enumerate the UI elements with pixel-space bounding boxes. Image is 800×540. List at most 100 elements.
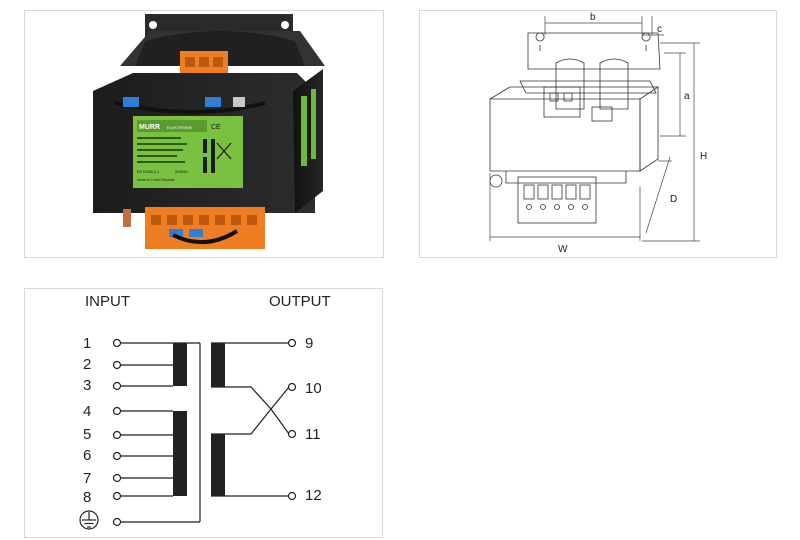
dim-label-H: H xyxy=(700,151,707,162)
primary-coil-upper xyxy=(173,343,187,386)
wiring-diagram: INPUT OUTPUT 1 2 3 4 5 6 7 8 9 10 11 12 xyxy=(79,293,331,530)
bracket-slot-right xyxy=(641,32,651,51)
ground-terminal-circle xyxy=(112,517,122,527)
input-terminal-circle xyxy=(112,381,122,391)
output-terminal-label: 12 xyxy=(305,487,322,504)
top-terminal-slot xyxy=(549,92,559,102)
dimension-drawing: b c a H D W xyxy=(489,12,707,255)
top-terminal-slot xyxy=(185,57,195,67)
ground-lug xyxy=(123,209,131,227)
bottom-terminal-slot xyxy=(151,215,161,225)
coil-outline xyxy=(599,58,629,110)
top-terminal-slot xyxy=(213,57,223,67)
wiring-diagram-panel: INPUT OUTPUT 1 2 3 4 5 6 7 8 9 10 11 12 xyxy=(24,288,383,538)
bottom-terminal-slot xyxy=(523,184,535,200)
top-terminal-outline xyxy=(543,86,581,118)
terminal-screw xyxy=(554,204,560,210)
core-top-outline xyxy=(519,80,657,94)
bottom-terminal-slot xyxy=(537,184,549,200)
input-terminal-label: 2 xyxy=(83,356,91,373)
transformer-photo: MURR ELEKTRONIK CE EN 61558-2-4 50/60Hz … xyxy=(93,14,325,249)
label-text-line xyxy=(137,143,187,145)
wire-connector xyxy=(205,97,221,107)
bottom-terminal-slot xyxy=(199,215,209,225)
body-side-outline xyxy=(639,86,659,172)
bracket-hole-left xyxy=(149,21,157,29)
terminal-screw xyxy=(568,204,574,210)
output-terminal-circle xyxy=(287,382,297,392)
body-front-outline xyxy=(489,98,641,172)
label-text-line xyxy=(137,155,177,157)
terminal-screw xyxy=(526,204,532,210)
product-photo-panel: MURR ELEKTRONIK CE EN 61558-2-4 50/60Hz … xyxy=(24,10,384,258)
bracket-hole-right xyxy=(281,21,289,29)
label-schematic-cross xyxy=(216,142,232,160)
bottom-terminal-slot xyxy=(167,215,177,225)
bottom-terminal-slot xyxy=(231,215,241,225)
output-wire-10-cross xyxy=(211,386,290,435)
label-frequency: 50/60Hz xyxy=(175,170,188,174)
label-text-line xyxy=(137,137,181,139)
dim-D-line xyxy=(645,156,671,234)
dim-label-D: D xyxy=(670,194,677,205)
transformer-side xyxy=(293,69,323,213)
brand-box xyxy=(137,120,207,132)
dim-label-a: a xyxy=(684,91,690,102)
side-stripe xyxy=(301,96,307,166)
label-text-line xyxy=(137,161,185,163)
input-terminal-circle xyxy=(112,491,122,501)
terminal-screw xyxy=(540,204,546,210)
input-title: INPUT xyxy=(85,293,130,310)
input-terminal-label: 1 xyxy=(83,335,91,352)
output-terminal-circle xyxy=(287,429,297,439)
input-terminal-circle xyxy=(112,430,122,440)
output-terminal-label: 11 xyxy=(305,426,321,443)
input-terminal-label: 8 xyxy=(83,489,91,506)
top-terminal-slot xyxy=(563,92,573,102)
wire-connector xyxy=(169,229,183,237)
bottom-terminal-slot xyxy=(247,215,257,225)
output-wire-11-cross xyxy=(211,386,290,435)
brand-text: MURR xyxy=(139,124,160,131)
label-text-line xyxy=(137,149,183,151)
wire-connector xyxy=(233,97,245,107)
bottom-terminal-slot xyxy=(565,184,577,200)
ground-screw xyxy=(489,174,503,188)
bracket-outline xyxy=(527,32,661,70)
dimension-drawing-panel: b c a H D W xyxy=(419,10,777,258)
brand-sub-text: ELEKTRONIK xyxy=(167,125,193,130)
connector-outline xyxy=(591,106,613,122)
input-terminal-circle xyxy=(112,338,122,348)
output-terminal-circle xyxy=(287,338,297,348)
body-top-edge xyxy=(489,86,658,100)
bottom-terminal-slot xyxy=(215,215,225,225)
primary-coil-lower xyxy=(173,411,187,496)
base-outline xyxy=(505,171,627,184)
dimension-lines xyxy=(489,16,700,242)
terminal-screw xyxy=(582,204,588,210)
bottom-terminal-slot xyxy=(183,215,193,225)
dim-label-c: c xyxy=(657,24,662,35)
winding-top xyxy=(135,31,305,66)
label-standard: EN 61558-2-4 xyxy=(137,170,159,174)
wire-connector xyxy=(123,97,139,107)
bracket-slot-left xyxy=(535,32,545,51)
output-terminal-label: 9 xyxy=(305,335,313,352)
input-terminal-circle xyxy=(112,406,122,416)
top-terminal-slot xyxy=(199,57,209,67)
input-terminal-circle xyxy=(112,360,122,370)
dim-label-W: W xyxy=(558,244,568,255)
label-origin: Made in Czech Republic xyxy=(137,178,175,182)
coil-outline xyxy=(555,58,585,110)
wire xyxy=(172,229,239,245)
input-terminal-circle xyxy=(112,473,122,483)
ground-icon xyxy=(79,510,99,530)
output-terminal-label: 10 xyxy=(305,380,322,397)
label-schematic-coil xyxy=(203,139,207,153)
label-schematic-coil xyxy=(211,139,215,173)
ce-mark: CE xyxy=(211,124,221,131)
wire-connector xyxy=(189,229,203,237)
input-terminal-label: 7 xyxy=(83,470,91,487)
secondary-coil-lower xyxy=(211,434,225,496)
output-title: OUTPUT xyxy=(269,293,331,310)
